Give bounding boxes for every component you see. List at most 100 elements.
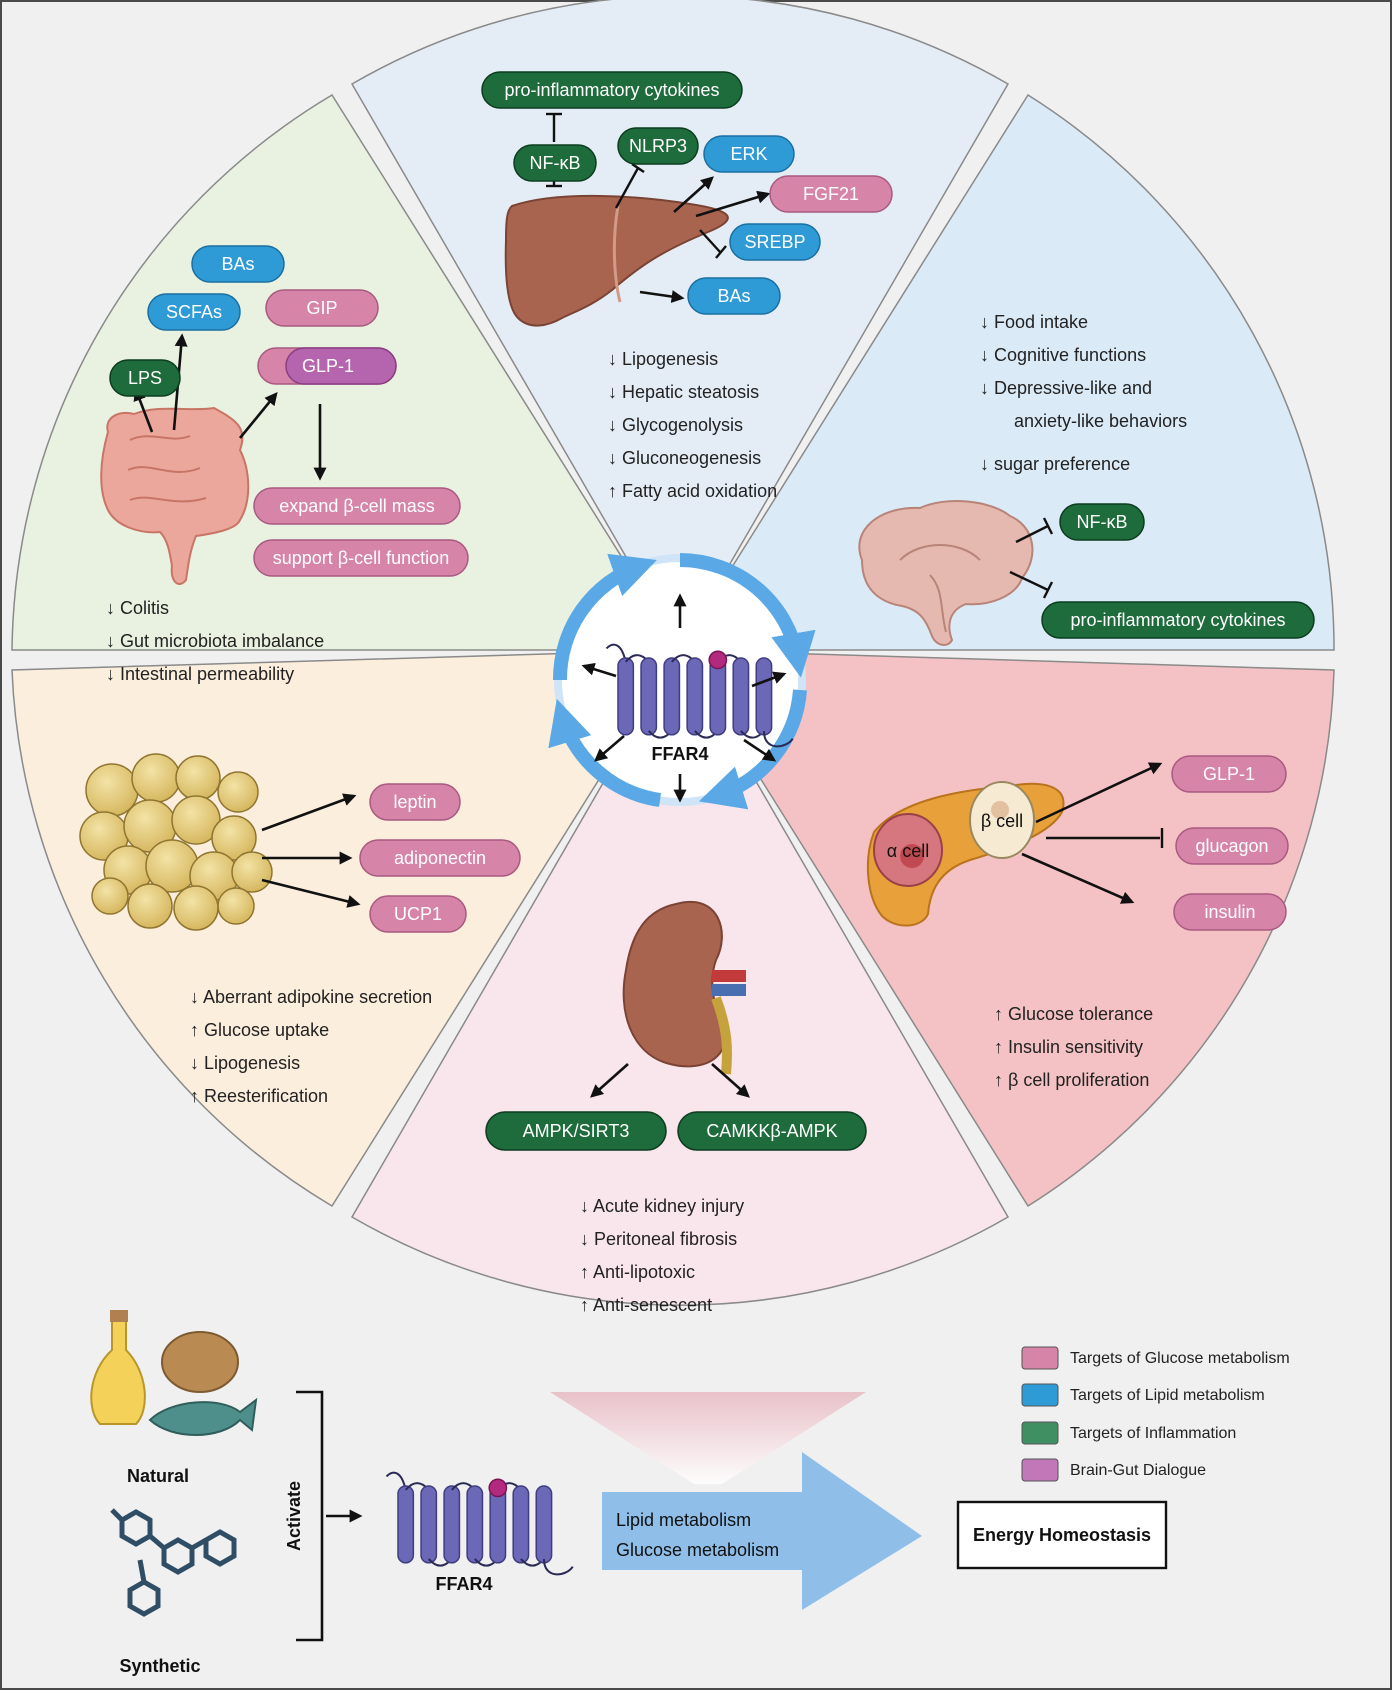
gut-pill-glp1: GLP-1	[257, 347, 397, 385]
synthetic-molecule-icon	[110, 1508, 237, 1617]
legend-item-lipid: Targets of Lipid metabolism	[1021, 1383, 1265, 1407]
gut-group: BAs SCFAs GIP GLP-1 LPS expand β-cell ma…	[100, 245, 469, 684]
pancreas-pill-glucagon: glucagon	[1175, 827, 1289, 865]
legend: Targets of Glucose metabolism Targets of…	[1021, 1346, 1290, 1482]
gut-pill-expand: expand β-cell mass	[253, 487, 461, 525]
kidney-pill-camkk: CAMKKβ-AMPK	[677, 1111, 867, 1151]
svg-text:NF-κB: NF-κB	[530, 153, 581, 173]
svg-text:β cell: β cell	[981, 811, 1023, 831]
liver-pill-erk: ERK	[703, 135, 795, 173]
ffar4-receptor-icon	[605, 643, 794, 748]
gut-pill-scfas: SCFAs	[147, 293, 241, 331]
ffar4-bottom-icon	[385, 1471, 574, 1576]
sector-brain	[678, 93, 1335, 651]
svg-text:↓ Hepatic steatosis: ↓ Hepatic steatosis	[608, 382, 759, 402]
svg-text:↑ β cell proliferation: ↑ β cell proliferation	[994, 1070, 1149, 1090]
gut-pill-support: support β-cell function	[253, 539, 469, 577]
synthetic-label: Synthetic	[119, 1656, 200, 1676]
svg-text:FGF21: FGF21	[803, 184, 859, 204]
svg-text:NF-κB: NF-κB	[1077, 512, 1128, 532]
svg-text:GLP-1: GLP-1	[1203, 764, 1255, 784]
svg-text:AMPK/SIRT3: AMPK/SIRT3	[523, 1121, 630, 1141]
pancreas-pill-insulin: insulin	[1173, 893, 1287, 931]
kidney-pill-ampk-sirt3: AMPK/SIRT3	[485, 1111, 667, 1151]
svg-text:↓ Gut microbiota imbalance: ↓ Gut microbiota imbalance	[106, 631, 324, 651]
energy-homeostasis-box: Energy Homeostasis	[956, 1500, 1168, 1570]
legend-item-glucose: Targets of Glucose metabolism	[1021, 1346, 1290, 1370]
svg-text:Brain-Gut Dialogue: Brain-Gut Dialogue	[1070, 1462, 1206, 1479]
gut-pill-gip: GIP	[265, 289, 379, 327]
svg-text:pro-inflammatory cytokines: pro-inflammatory cytokines	[504, 80, 719, 100]
legend-item-inflammation: Targets of Inflammation	[1021, 1421, 1236, 1445]
svg-text:↑ Fatty acid oxidation: ↑ Fatty acid oxidation	[608, 481, 777, 501]
svg-text:↓ Glycogenolysis: ↓ Glycogenolysis	[608, 415, 743, 435]
svg-text:↓ sugar preference: ↓ sugar preference	[980, 454, 1130, 474]
pancreas-group: α cell β cell GLP-1 glucagon insulin ↑ G…	[866, 755, 1289, 1090]
svg-text:↑ Glucose uptake: ↑ Glucose uptake	[190, 1020, 329, 1040]
liver-pill-proinflammatory: pro-inflammatory cytokines	[481, 71, 743, 109]
activate-bracket: Activate	[284, 1390, 363, 1642]
sector-pancreas	[678, 649, 1335, 1208]
ring-arrow-4	[548, 698, 662, 807]
svg-text:Lipid metabolism: Lipid metabolism	[616, 1510, 751, 1530]
liver-pill-nlrp3: NLRP3	[617, 127, 699, 165]
svg-text:↓ Colitis: ↓ Colitis	[106, 598, 169, 618]
svg-text:↓ Depressive-like and: ↓ Depressive-like and	[980, 378, 1152, 398]
bottom-panel: Natural Synthetic Activate FFAR4 Lipid m…	[90, 1310, 1168, 1676]
svg-text:leptin: leptin	[393, 792, 436, 812]
svg-text:UCP1: UCP1	[394, 904, 442, 924]
svg-text:↑ Insulin sensitivity: ↑ Insulin sensitivity	[994, 1037, 1143, 1057]
gut-pill-bas: BAs	[191, 245, 285, 283]
bottom-ffar4-label: FFAR4	[435, 1574, 492, 1594]
svg-text:↓ Peritoneal fibrosis: ↓ Peritoneal fibrosis	[580, 1229, 737, 1249]
kidney-icon	[622, 901, 746, 1075]
natural-label: Natural	[127, 1466, 189, 1486]
svg-text:↓ Lipogenesis: ↓ Lipogenesis	[190, 1053, 300, 1073]
svg-text:↑ Anti-lipotoxic: ↑ Anti-lipotoxic	[580, 1262, 695, 1282]
brain-group: ↓ Food intake ↓ Cognitive functions ↓ De…	[858, 312, 1315, 646]
ring-arrow-1	[552, 553, 657, 681]
svg-text:↓ Acute kidney injury: ↓ Acute kidney injury	[580, 1196, 744, 1216]
legend-item-brain-gut: Brain-Gut Dialogue	[1021, 1458, 1206, 1482]
liver-icon	[504, 194, 729, 327]
adipose-effects: ↓ Aberrant adipokine secretion ↑ Glucose…	[190, 987, 432, 1106]
liver-pill-bas: BAs	[687, 277, 781, 315]
svg-text:↓ Gluconeogenesis: ↓ Gluconeogenesis	[608, 448, 761, 468]
svg-text:expand β-cell mass: expand β-cell mass	[279, 496, 434, 516]
svg-text:Glucose metabolism: Glucose metabolism	[616, 1540, 779, 1560]
brain-pill-nfkb: NF-κB	[1059, 503, 1145, 541]
center-ffar4-label: FFAR4	[651, 744, 708, 764]
adipose-icon	[79, 753, 273, 931]
center-hub: FFAR4	[548, 553, 816, 810]
ring-arrow-2	[679, 553, 816, 678]
svg-text:Targets of Inflammation: Targets of Inflammation	[1070, 1425, 1236, 1442]
svg-text:Energy Homeostasis: Energy Homeostasis	[973, 1525, 1151, 1545]
metabolism-arrow: Lipid metabolism Glucose metabolism	[602, 1452, 922, 1610]
svg-text:SREBP: SREBP	[744, 232, 805, 252]
liver-pill-srebp: SREBP	[729, 223, 821, 261]
svg-text:↑ Reesterification: ↑ Reesterification	[190, 1086, 328, 1106]
svg-text:anxiety-like behaviors: anxiety-like behaviors	[1014, 411, 1187, 431]
svg-text:pro-inflammatory cytokines: pro-inflammatory cytokines	[1070, 610, 1285, 630]
adipose-pill-ucp1: UCP1	[369, 895, 467, 933]
svg-text:Targets of Glucose metabolism: Targets of Glucose metabolism	[1070, 1350, 1290, 1367]
adipose-pill-adiponectin: adiponectin	[359, 839, 521, 877]
svg-text:↓ Food intake: ↓ Food intake	[980, 312, 1088, 332]
svg-text:↓ Aberrant adipokine secretio: ↓ Aberrant adipokine secretion	[190, 987, 432, 1007]
pancreas-effects: ↑ Glucose tolerance ↑ Insulin sensitivit…	[994, 1004, 1153, 1090]
liver-effects: ↓ Lipogenesis ↓ Hepatic steatosis ↓ Glyc…	[608, 349, 777, 501]
adipose-pill-leptin: leptin	[369, 783, 461, 821]
brain-icon	[858, 500, 1034, 646]
adipose-group: leptin adiponectin UCP1 ↓ Aberrant adipo…	[79, 753, 521, 1106]
alpha-cell: α cell	[873, 813, 943, 887]
svg-text:insulin: insulin	[1204, 902, 1255, 922]
svg-text:LPS: LPS	[128, 368, 162, 388]
svg-text:SCFAs: SCFAs	[166, 302, 222, 322]
liver-pill-nfkb: NF-κB	[513, 144, 597, 182]
svg-text:ERK: ERK	[730, 144, 767, 164]
svg-text:↑ Anti-senescent: ↑ Anti-senescent	[580, 1295, 712, 1315]
svg-text:support β-cell function: support β-cell function	[273, 548, 449, 568]
svg-text:BAs: BAs	[717, 286, 750, 306]
